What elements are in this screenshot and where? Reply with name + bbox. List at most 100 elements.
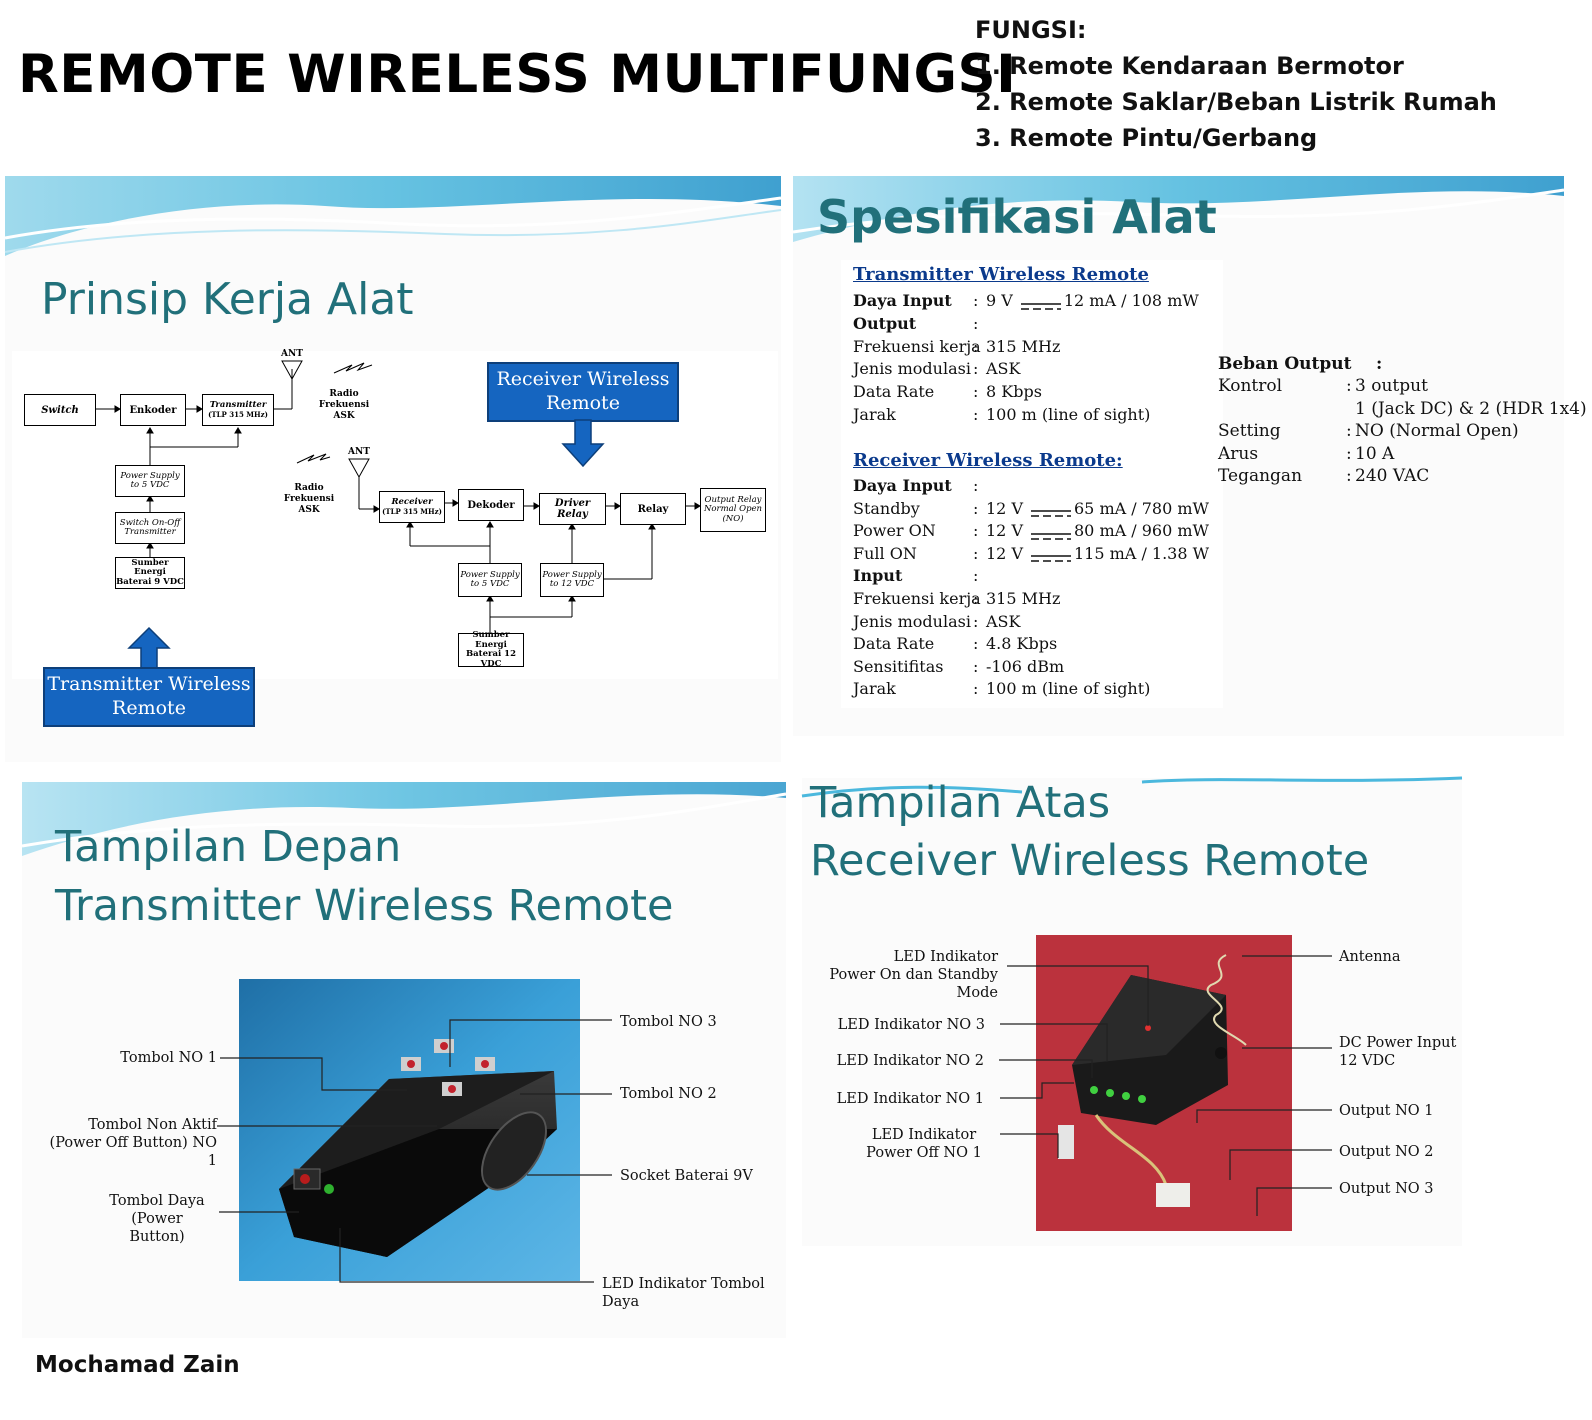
spec-value-text: 100 m (line of sight) [986,679,1151,699]
label-output-no2: Output NO 2 [1339,1144,1434,1160]
spec-value-text: 315 MHz [986,336,1061,356]
slide-title-spesifikasi: Spesifikasi Alat [817,190,1217,244]
wave-banner [792,176,1565,242]
transmitter-label: Transmitter [209,399,267,410]
spec-value-text: NO (Normal Open) [1355,421,1519,441]
dc-symbol-icon [1031,527,1071,540]
spec-tx-heading: Transmitter Wireless Remote [853,264,1149,285]
panel-spesifikasi: Spesifikasi Alat Transmitter Wireless Re… [792,176,1587,736]
spec-label: Kontrol [1218,376,1283,396]
spec-label: Data Rate [853,634,935,654]
rx-energy-block: Sumber Energi Baterai 12 VDC [458,630,524,668]
spec-label: Setting [1218,421,1281,441]
spec-colon: : [1346,421,1352,441]
spec-value-text: 1 (Jack DC) & 2 (HDR 1x4) [1355,398,1587,419]
label-tombol-daya: Tombol Daya (Power Button) [102,1192,212,1246]
callout-transmitter: Transmitter Wireless Remote [43,667,255,727]
spec-label: Data Rate [853,382,935,402]
label-led-line1: LED Indikator Tombol [602,1276,765,1292]
tx-energy-block: Sumber Energi Baterai 9 VDC [115,557,185,589]
spec-label: Daya Input [853,476,952,495]
dc-symbol-icon [1031,504,1071,517]
spec-colon: : [973,566,979,586]
label-led-no1: LED Indikator NO 1 [836,1091,984,1107]
output-relay-block: Output Relay Normal Open (NO) [700,488,766,532]
fungsi-heading: FUNGSI: [975,16,1087,44]
tx-radio-label: Radio Frekuensi ASK [318,389,370,421]
spec-label: Frekuensi kerja [853,336,981,356]
spec-label: Power ON [853,521,936,541]
tx-ant-label: ANT [281,349,303,359]
spec-colon: : [973,291,979,310]
rx-radio-label: Radio Frekuensi ASK [283,483,335,515]
tx-switch-onoff-block: Switch On-Off Transmitter [115,512,185,544]
panel-tampilan-depan: Tampilan Depan Transmitter Wireless Remo… [21,782,787,1338]
label-nonaktif-line3: 1 [207,1153,217,1169]
spec-label: Frekuensi kerja [853,589,981,608]
spec-colon: : [973,313,979,333]
spec-colon: : [973,611,979,631]
spec-value: 315 MHz [986,337,1060,356]
spec-value: -106 dBm [986,657,1064,676]
slide-title-atas-2: Receiver Wireless Remote [810,836,1370,886]
callout-receiver: Receiver Wireless Remote [487,362,679,422]
spec-label: Jarak [853,679,896,699]
switch-block: Switch [24,394,96,426]
spec-value-text: 315 MHz [986,589,1061,608]
spec-value: ASK [986,612,1020,631]
spec-label: Jarak [853,405,896,424]
spec-label: Sensitifitas [853,656,944,676]
spec-value: 100 m (line of sight) [986,405,1150,424]
slide-title-prinsip: Prinsip Kerja Alat [41,274,414,325]
spec-colon: : [973,382,979,402]
spec-colon: : [973,498,979,518]
spec-value-text: 4.8 Kbps [986,634,1058,654]
arrow-up-icon [127,626,171,671]
relay-block: Relay [620,493,686,525]
spec-label: Full ON [853,543,917,563]
spec-value-text: 12 V [986,498,1023,518]
label-led-no3: LED Indikator NO 3 [837,1017,985,1033]
spec-colon: : [973,543,979,563]
label-led-line2: Daya [602,1294,640,1310]
enkoder-block: Enkoder [120,394,186,426]
dc-symbol-icon [1031,549,1071,563]
driver-relay-block: Driver Relay [539,493,606,525]
spec-value-text-2: 12 mA / 108 mW [1063,291,1199,310]
spec-value: 240 VAC [1355,466,1429,486]
diagram-wires [96,360,701,633]
spec-colon: : [1346,466,1352,486]
fungsi-item: 1. Remote Kendaraan Bermotor [975,52,1404,80]
beban-heading-label: Beban Output [1218,354,1352,374]
spec-value: 3 output [1355,376,1428,396]
spec-label: Standby [853,498,920,518]
label-tombol-no1: Tombol NO 1 [120,1050,217,1066]
wave-banner [801,776,1463,798]
label-nonaktif-line2: (Power Off Button) NO [49,1135,217,1151]
spec-value: 8 Kbps [986,382,1042,401]
spec-value-text: ASK [986,359,1021,379]
dekoder-block: Dekoder [458,489,524,521]
label-daya-line1: Tombol Daya [109,1193,205,1209]
panel-tampilan-atas: Tampilan Atas Receiver Wireless Remote [801,776,1463,1246]
spec-colon: : [973,336,979,356]
spec-label: Tegangan [1218,466,1303,486]
label-socket-baterai: Socket Baterai 9V [620,1168,753,1184]
fungsi-list: FUNGSI: 1. Remote Kendaraan Bermotor 2. … [975,12,1497,156]
label-dc-power: DC Power Input 12 VDC [1339,1034,1456,1070]
wave-banner [21,782,787,856]
author-name: Mochamad Zain [35,1352,240,1378]
beban-heading: Beban Output: [1218,354,1383,374]
spec-label: Arus [1218,443,1259,464]
panel-prinsip-kerja: Prinsip Kerja Alat [4,176,782,762]
label-led-daya: LED Indikator Tombol Daya [602,1275,765,1311]
label-antenna: Antenna [1339,949,1401,965]
spec-value: NO (Normal Open) [1355,421,1519,441]
spec-box [841,260,1223,708]
fungsi-item: 3. Remote Pintu/Gerbang [975,124,1318,152]
spec-value: 315 MHz [986,589,1060,608]
receiver-label: Receiver [391,496,433,507]
main-title: REMOTE WIRELESS MULTIFUNGSI [18,44,1017,105]
